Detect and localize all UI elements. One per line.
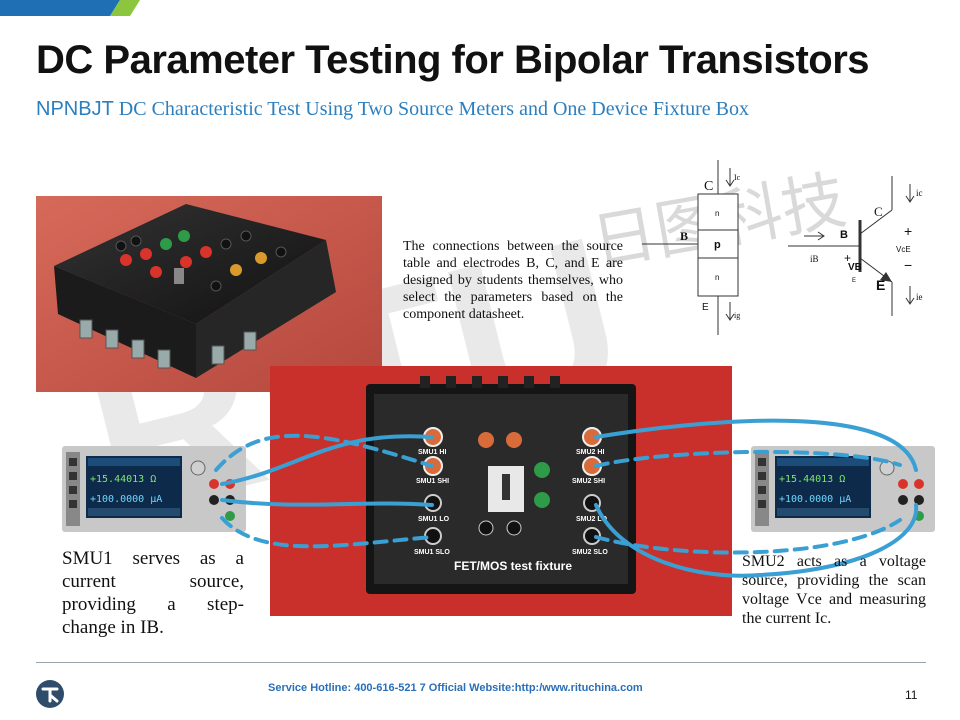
symbol-vce-label: VcE (896, 245, 911, 254)
terminal-smu2-slo: SMU2 SLO (572, 549, 608, 556)
smu1-description: SMU1 serves as a current source, providi… (62, 548, 244, 638)
smu1-readout-bottom: +100.0000 µA (90, 494, 162, 505)
smu2-description: SMU2 acts as a voltage source, providing… (742, 553, 926, 627)
test-fixture-photo: SMU1 HI SMU1 SHI SMU1 LO SMU1 SLO SMU2 H… (270, 366, 732, 616)
fixture-brand-label: FET/MOS test fixture (454, 559, 572, 573)
subtitle-rest: DC Characteristic Test Using Two Source … (113, 98, 750, 120)
smu2-readout-bottom: +100.0000 µA (779, 494, 851, 505)
terminal-smu2-hi: SMU2 HI (576, 449, 604, 456)
symbol-vbe-sub: E (852, 278, 856, 284)
smu1-readout-top: +15.44013 Ω (90, 474, 156, 485)
npn-layer-diagram: C Ic B E ig n p n (642, 160, 741, 335)
subtitle-lead: NPNBJT (36, 98, 114, 120)
symbol-vbe-label: VB (848, 262, 862, 273)
footer-hotline: Service Hotline: 400-616-521 7 Official … (268, 682, 643, 694)
smu2-instrument: +15.44013 Ω +100.0000 µA (751, 446, 935, 532)
symbol-ie-label: ie (916, 292, 923, 302)
schematic-layer-top: n (715, 209, 719, 218)
symbol-ib-label: iB (810, 254, 819, 264)
symbol-plus-be: + (844, 251, 851, 265)
schematic-ie-label: ig (734, 311, 740, 320)
page-number: 11 (905, 688, 918, 702)
symbol-minus-ce: − (904, 257, 912, 273)
fixture-box-photo (36, 196, 382, 392)
schematic-b-label: B (680, 229, 688, 243)
schematic-layer-mid: p (714, 239, 721, 251)
symbol-ic-label: ic (916, 188, 923, 198)
slide-subtitle: NPNBJT DC Characteristic Test Using Two … (36, 98, 749, 121)
npn-transistor-symbol: C B E iB ic ie VcE VB E + − + (788, 176, 923, 316)
smu1-instrument: +15.44013 Ω +100.0000 µA (62, 446, 246, 532)
terminal-smu2-shi: SMU2 SHI (572, 478, 605, 485)
schematic-ic-label: Ic (734, 173, 741, 182)
terminal-smu2-lo: SMU2 LO (576, 516, 608, 523)
smu2-readout-top: +15.44013 Ω (779, 474, 845, 485)
symbol-e-label: E (876, 277, 885, 293)
terminal-smu1-lo: SMU1 LO (418, 516, 450, 523)
slide-title: DC Parameter Testing for Bipolar Transis… (36, 38, 870, 82)
terminal-smu1-shi: SMU1 SHI (416, 478, 449, 485)
company-logo-icon (36, 680, 64, 708)
schematic-layer-bottom: n (715, 273, 719, 282)
terminal-smu1-slo: SMU1 SLO (414, 549, 450, 556)
symbol-b-label: B (840, 229, 848, 241)
terminal-smu1-hi: SMU1 HI (418, 449, 446, 456)
symbol-c-label: C (874, 204, 883, 219)
schematic-e-label: E (702, 302, 709, 313)
schematic-c-label: C (704, 179, 713, 194)
connections-description: The connections between the source table… (403, 239, 623, 322)
footer-divider (36, 662, 926, 663)
symbol-plus-ce: + (904, 223, 912, 239)
corner-stripe (0, 0, 140, 16)
